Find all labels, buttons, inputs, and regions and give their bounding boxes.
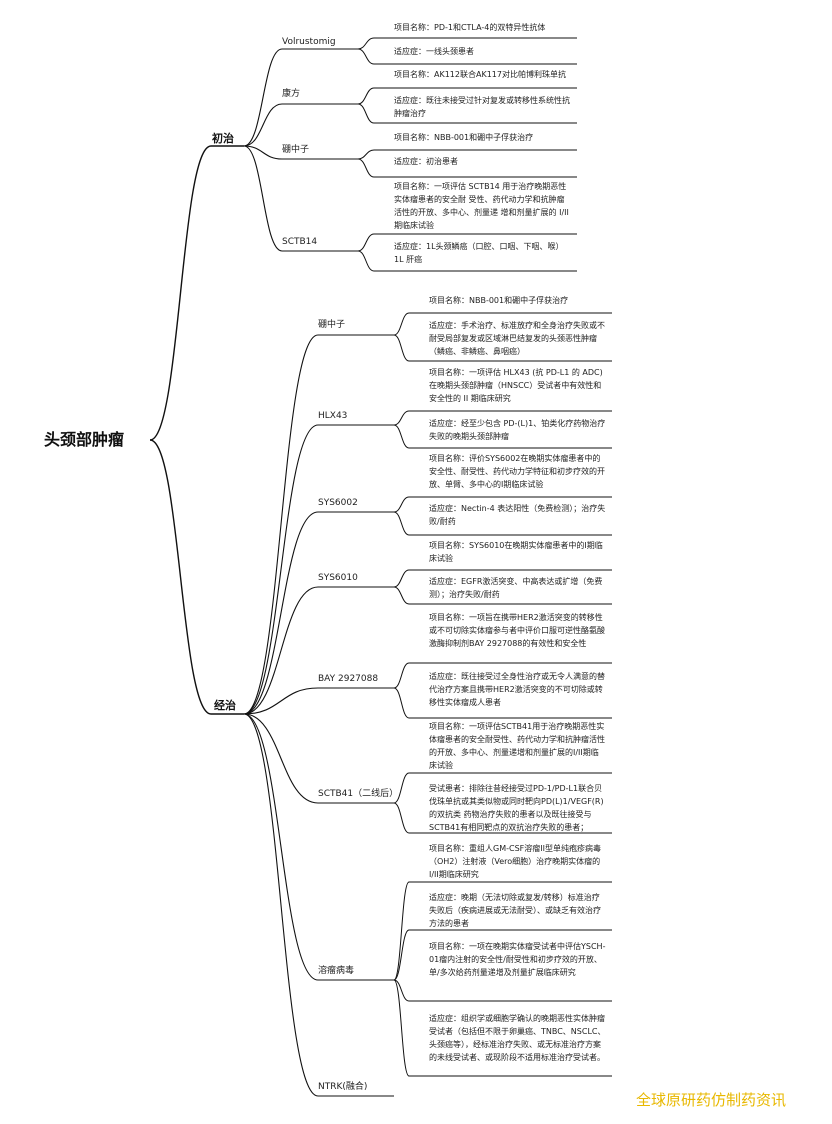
connector-line (243, 103, 283, 147)
connector-line (393, 772, 410, 804)
connector-line (357, 37, 375, 50)
connector-line (357, 149, 375, 160)
watermark: 全球原研药仿制药资讯 (636, 1091, 787, 1109)
connector-line (357, 233, 375, 252)
leaf-text: 项目名称：一项在晚期实体瘤受试者中评估YSCH-01瘤内注射的安全性/耐受性和初… (429, 942, 606, 977)
drug-node: SYS6010 (318, 573, 358, 583)
leaf-text: 适应症：组织学或细胞学确认的晚期恶性实体肿瘤受试者（包括但不限于卵巢癌、TNBC… (429, 1014, 606, 1062)
connector-line (243, 713, 319, 1097)
root-title: 头颈部肿瘤 (44, 430, 125, 449)
branch-label: 经治 (214, 699, 236, 712)
connector-line (393, 802, 410, 834)
connector-line (149, 145, 212, 441)
connector-line (243, 586, 319, 715)
connector-line (149, 439, 212, 715)
leaf-text: 项目名称：SYS6010在晚期实体瘤患者中的I期临床试验 (429, 541, 603, 563)
leaf-text: 项目名称：重组人GM-CSF溶瘤II型单纯疱疹病毒（OH2）注射液（Vero细胞… (429, 844, 601, 879)
connector-line (243, 713, 319, 804)
connector-line (243, 511, 319, 715)
connector-line (357, 48, 375, 65)
drug-node: 康方 (282, 89, 301, 99)
leaf-text: 适应症：1L头颈鳞癌（口腔、口咽、下咽、喉）1L 肝癌 (394, 242, 564, 264)
drug-node: HLX43 (318, 411, 348, 421)
drug-node: 溶瘤病毒 (318, 966, 355, 976)
connector-line (393, 586, 410, 605)
leaf-text: 适应症：既往接受过全身性治疗或无令人满意的替代治疗方案且携带HER2激活突变的不… (429, 672, 605, 707)
leaf-text: 项目名称：PD-1和CTLA-4的双特异性抗体 (394, 23, 546, 32)
drug-node: 硼中子 (318, 320, 346, 330)
connector-line (357, 103, 375, 124)
leaf-text: 项目名称：一项评估 SCTB14 用于治疗晚期恶性实体瘤患者的安全耐 受性、药代… (394, 182, 569, 230)
drug-node: NTRK(融合) (318, 1082, 368, 1092)
connector-line (393, 334, 410, 362)
leaf-text: 项目名称：评价SYS6002在晚期实体瘤患者中的安全性、耐受性、药代动力学特征和… (429, 454, 605, 489)
leaf-text: 适应症：一线头颈患者 (394, 47, 474, 56)
drug-node: SCTB14 (282, 237, 318, 247)
leaf-text: 项目名称：NBB-001和硼中子俘获治疗 (429, 296, 569, 305)
leaf-text: 项目名称：一项评估 HLX43 (抗 PD-L1 的 ADC) 在晚期头颈部肿瘤… (429, 368, 603, 403)
drug-node: SCTB41（二线后） (318, 789, 399, 799)
drug-node: BAY 2927088 (318, 674, 379, 684)
drug-node: SYS6002 (318, 498, 358, 508)
drug-node: Volrustomig (282, 37, 336, 47)
leaf-text: 项目名称：一项评估SCTB41用于治疗晚期恶性实体瘤患者的安全耐受性、药代动力学… (429, 722, 605, 770)
connector-line (393, 881, 410, 981)
leaf-text: 适应症：晚期（无法切除或复发/转移）标准治疗失败后（疾病进展或无法耐受）、或缺乏… (429, 893, 601, 928)
connector-line (243, 48, 283, 147)
connector-line (393, 979, 410, 1002)
connector-line (357, 158, 375, 178)
leaf-text: 适应症：EGFR激活突变、中高表达或扩增（免费测）；治疗失败/耐药 (429, 577, 603, 599)
connector-line (243, 145, 283, 160)
leaf-text: 项目名称：AK112联合AK117对比帕博利珠单抗 (394, 70, 566, 79)
connector-line (357, 250, 375, 272)
connector-line (243, 424, 319, 715)
connector-line (393, 979, 410, 1077)
connector-line (393, 312, 410, 336)
connector-line (393, 410, 410, 426)
connector-line (393, 511, 410, 536)
connector-line (393, 424, 410, 449)
leaf-text: 项目名称：一项旨在携带HER2激活突变的转移性或不可切除实体瘤参与者中评价口服可… (429, 613, 605, 648)
connector-line (393, 929, 410, 981)
connector-line (243, 687, 319, 715)
connector-line (243, 145, 283, 252)
leaf-text: 适应症：初治患者 (394, 157, 458, 166)
leaf-text: 适应症：手术治疗、标准放疗和全身治疗失败或不耐受局部复发或区域淋巴结复发的头颈恶… (429, 321, 605, 356)
leaf-text: 项目名称：NBB-001和硼中子俘获治疗 (394, 133, 534, 142)
connector-line (357, 87, 375, 105)
leaf-text: 受试患者：排除往昔经接受过PD-1/PD-L1联合贝伐珠单抗或其类似物或同时靶向… (429, 784, 604, 832)
leaf-text: 适应症：既往未接受过针对复发或转移性系统性抗肿瘤治疗 (394, 96, 570, 118)
drug-node: 硼中子 (282, 145, 310, 155)
connector-line (393, 662, 410, 689)
branch-label: 初治 (212, 132, 234, 145)
connector-line (243, 334, 319, 715)
connector-line (393, 687, 410, 719)
connector-line (393, 496, 410, 513)
connector-line (243, 713, 319, 981)
leaf-text: 适应症：经至少包含 PD-(L)1、铂类化疗药物治疗失败的晚期头颈部肿瘤 (429, 419, 606, 441)
connector-line (393, 569, 410, 588)
leaf-text: 适应症：Nectin-4 表达阳性（免费检测）；治疗失败/耐药 (429, 504, 606, 526)
